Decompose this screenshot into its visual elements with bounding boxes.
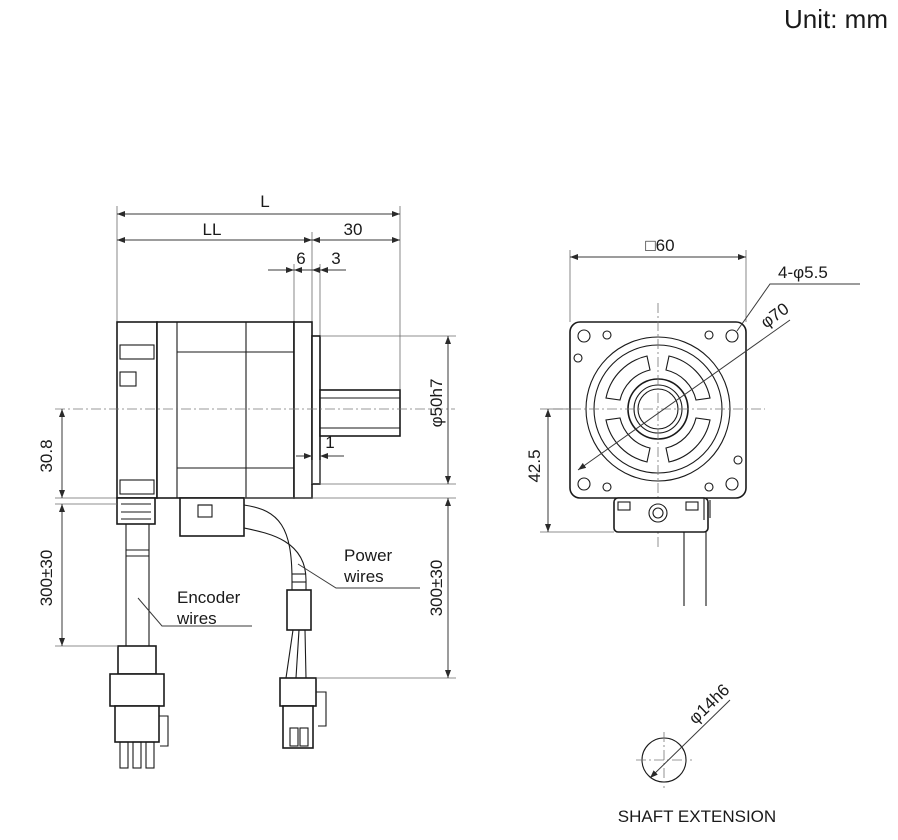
unit-label: Unit: mm (784, 4, 888, 34)
encoder-wires-leader (137, 597, 252, 627)
dim-text-42-5: 42.5 (525, 449, 544, 482)
shaft-leader (649, 699, 731, 779)
encoder-cap (116, 321, 158, 499)
mount-hole-tr (725, 329, 739, 343)
dim-text-pilot: φ50h7 (427, 379, 446, 428)
dim-text-LL: LL (203, 220, 222, 239)
power-wires-label-2: wires (343, 567, 384, 586)
holes-leader (736, 283, 860, 332)
dim-text-30-8: 30.8 (37, 439, 56, 472)
dim-text-cable-left: 300±30 (37, 550, 56, 607)
mounting-flange (293, 321, 313, 499)
front-lead-block (613, 497, 709, 533)
dim-text-L: L (260, 192, 269, 211)
encoder-wires-label-1: Encoder (177, 588, 241, 607)
dim-text-cable-right: 300±30 (427, 560, 446, 617)
shaft-extension-title: SHAFT EXTENSION (618, 807, 776, 826)
dim-text-6: 6 (296, 249, 305, 268)
dim-text-3: 3 (331, 249, 340, 268)
pcd-leader (577, 319, 791, 471)
shaft-extension-view: φ14h6 SHAFT EXTENSION (618, 680, 776, 826)
mount-hole-bl (577, 477, 591, 491)
power-wires-leader (297, 563, 420, 589)
power-connector (279, 677, 317, 707)
mount-hole-br (725, 477, 739, 491)
power-wires-label-1: Power (344, 546, 393, 565)
encoder-connector (117, 645, 157, 675)
encoder-cable-gland (116, 497, 156, 525)
mount-hole-tl (577, 329, 591, 343)
front-view: □60 (525, 236, 860, 606)
dim-text-1: 1 (325, 433, 334, 452)
side-view: L LL 30 6 3 1 (37, 192, 456, 769)
output-shaft (319, 389, 401, 437)
power-cable (243, 504, 293, 581)
pilot-boss (311, 335, 321, 485)
motor-housing (156, 321, 295, 499)
dim-text-30: 30 (344, 220, 363, 239)
encoder-wires-label-2: wires (176, 609, 217, 628)
dim-text-pcd: φ70 (757, 299, 792, 332)
dim-text-square: □60 (645, 236, 674, 255)
dim-text-holes: 4-φ5.5 (778, 263, 828, 282)
